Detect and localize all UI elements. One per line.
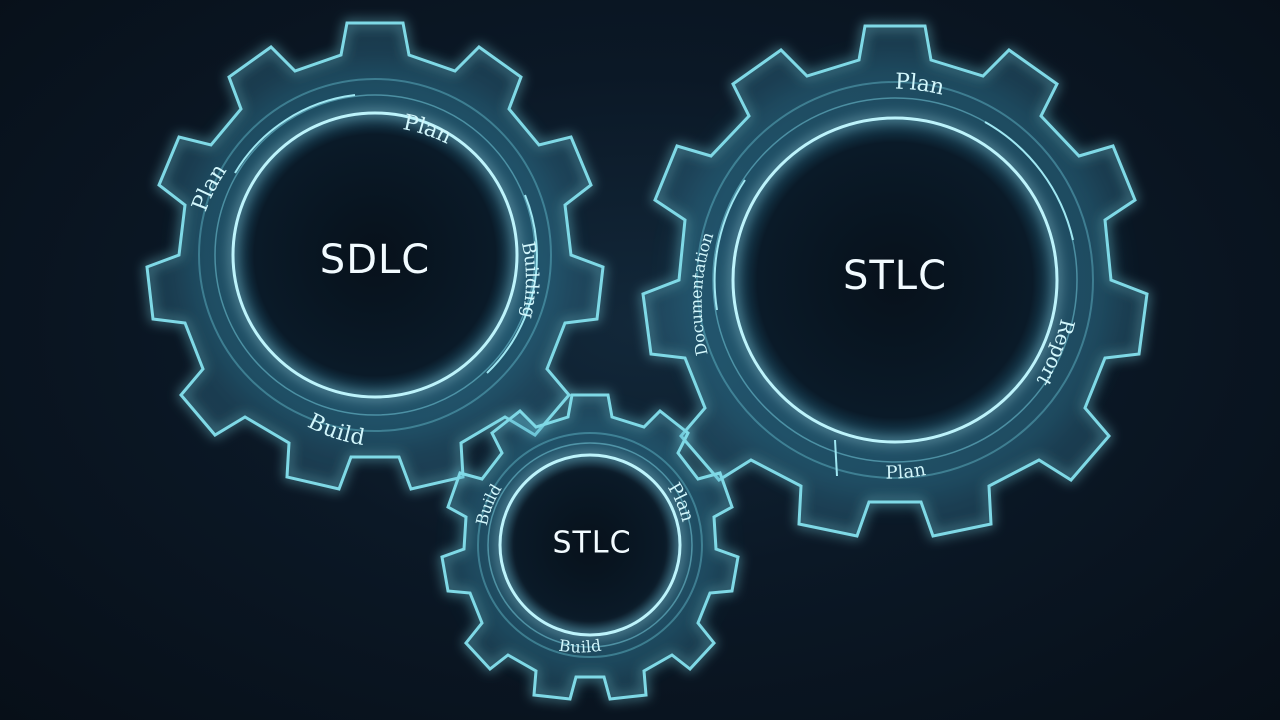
sdlc-gear	[145, 21, 605, 491]
stlc-large-arc-label: Plan	[885, 459, 927, 484]
stlc-large-center-label: STLC	[843, 253, 947, 299]
sdlc-arc-label: Building	[517, 240, 542, 320]
stlc-large-gear	[641, 24, 1149, 538]
stlc-small-center-label: STLC	[552, 526, 631, 561]
sdlc-center-label: SDLC	[320, 237, 430, 283]
stlc-small-arc-label: Build	[558, 635, 603, 656]
stlc-small-gear	[440, 393, 740, 701]
